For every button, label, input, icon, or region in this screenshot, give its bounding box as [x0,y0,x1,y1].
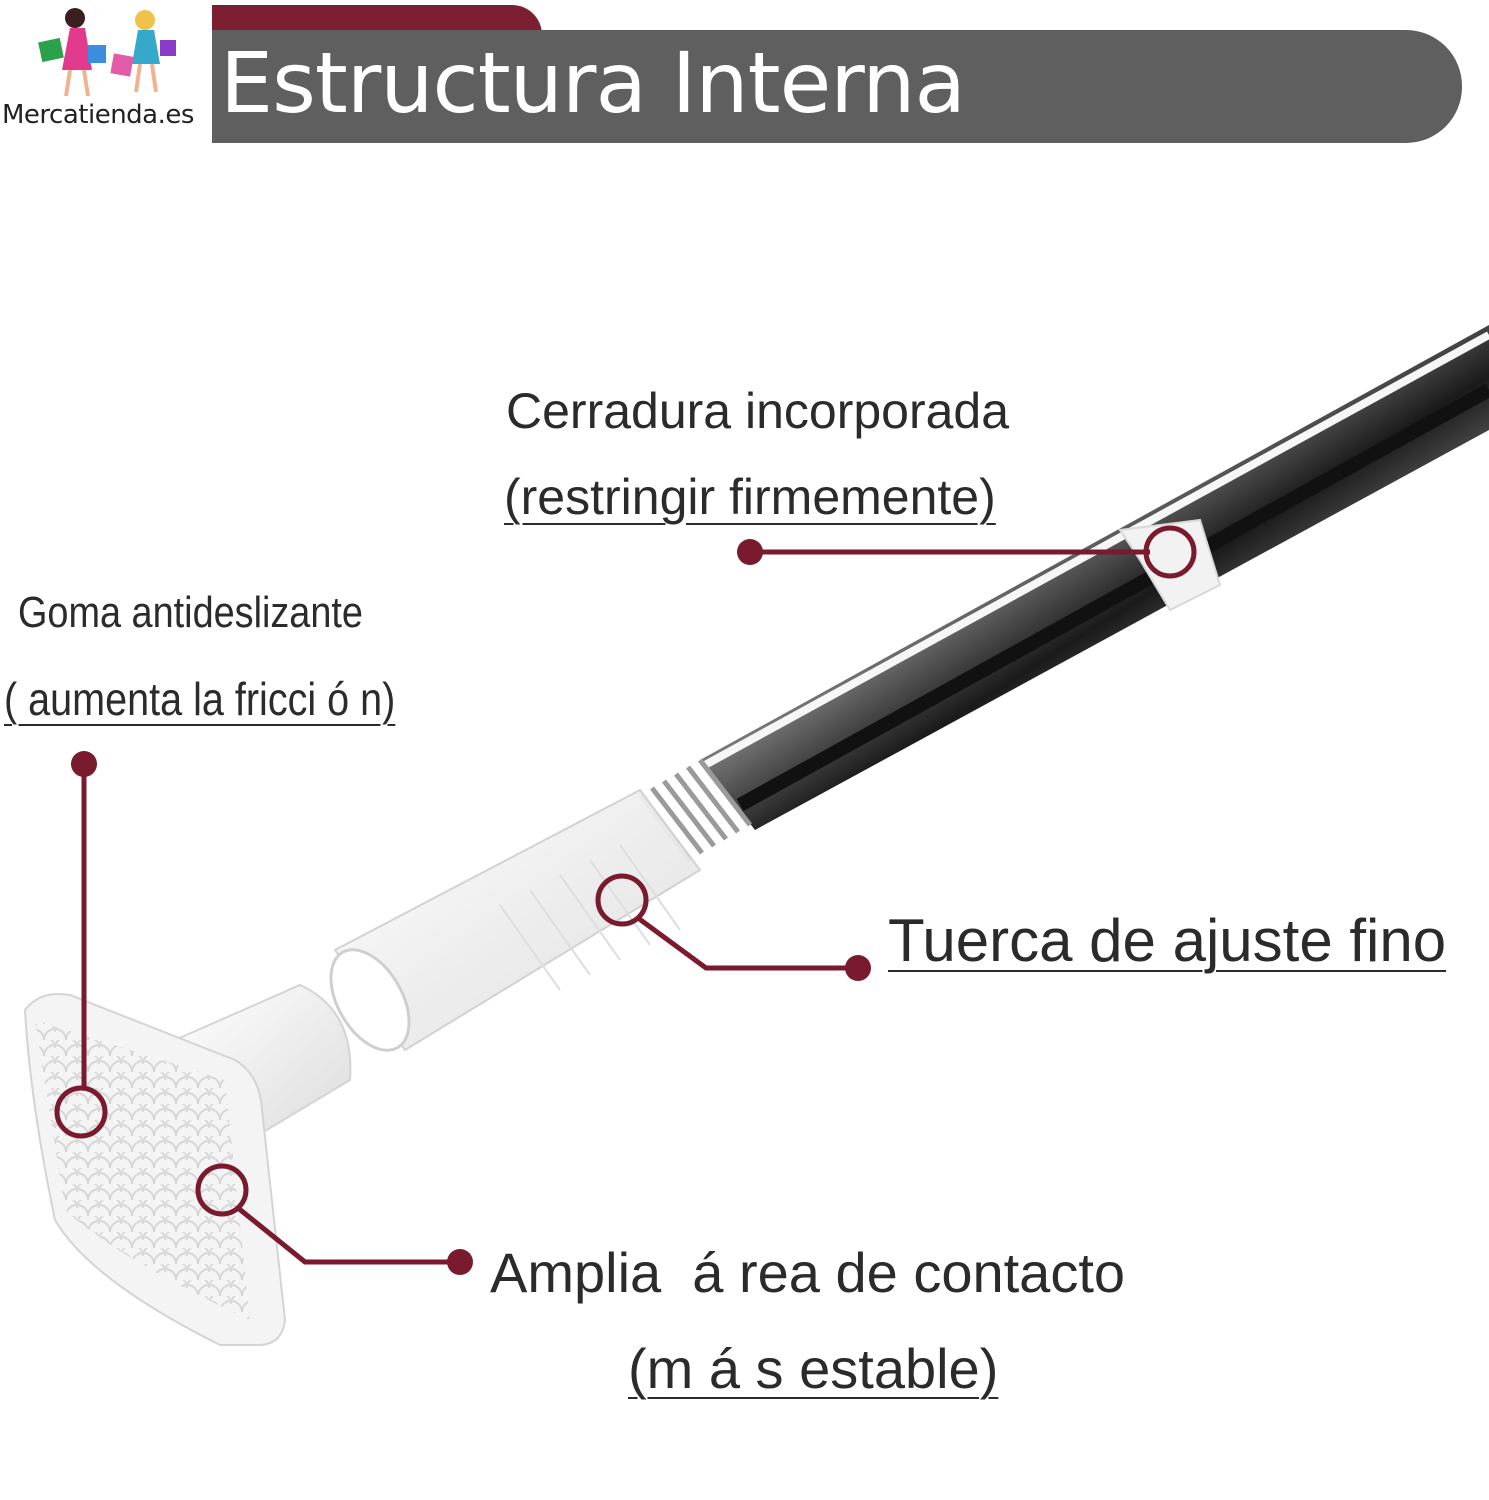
callout-lock [750,525,1197,579]
callout-nut [595,873,855,971]
label-contact-subtitle: (m á s estable) [628,1337,999,1400]
label-contact-title: Amplia á rea de contacto [490,1241,1126,1304]
logo-text: Mercatienda.es [2,100,194,130]
label-rubber-title: Goma antideslizante [18,588,363,637]
callout-lock-dot [737,539,763,565]
label-lock-title: Cerradura incorporada [506,383,1010,439]
label-nut-title: Tuerca de ajuste fino [888,907,1447,974]
callout-contact [195,1163,458,1265]
rubber-foot [23,983,352,1346]
shopping-figures-icon [38,8,176,97]
callout-contact-dot [447,1249,473,1275]
header-bar [212,30,1462,143]
label-rubber-subtitle: ( aumenta la fricci ó n) [4,673,396,725]
callout-nut-dot [845,955,871,981]
page-title: Estructura Interna [220,34,966,132]
logo: Mercatienda.es [0,0,214,150]
callout-rubber-dot [71,751,97,777]
label-lock-subtitle: (restringir firmemente) [504,469,996,525]
callout-rubber [54,764,108,1139]
lock-ring [1118,518,1222,612]
adjustment-nut [329,788,702,1052]
